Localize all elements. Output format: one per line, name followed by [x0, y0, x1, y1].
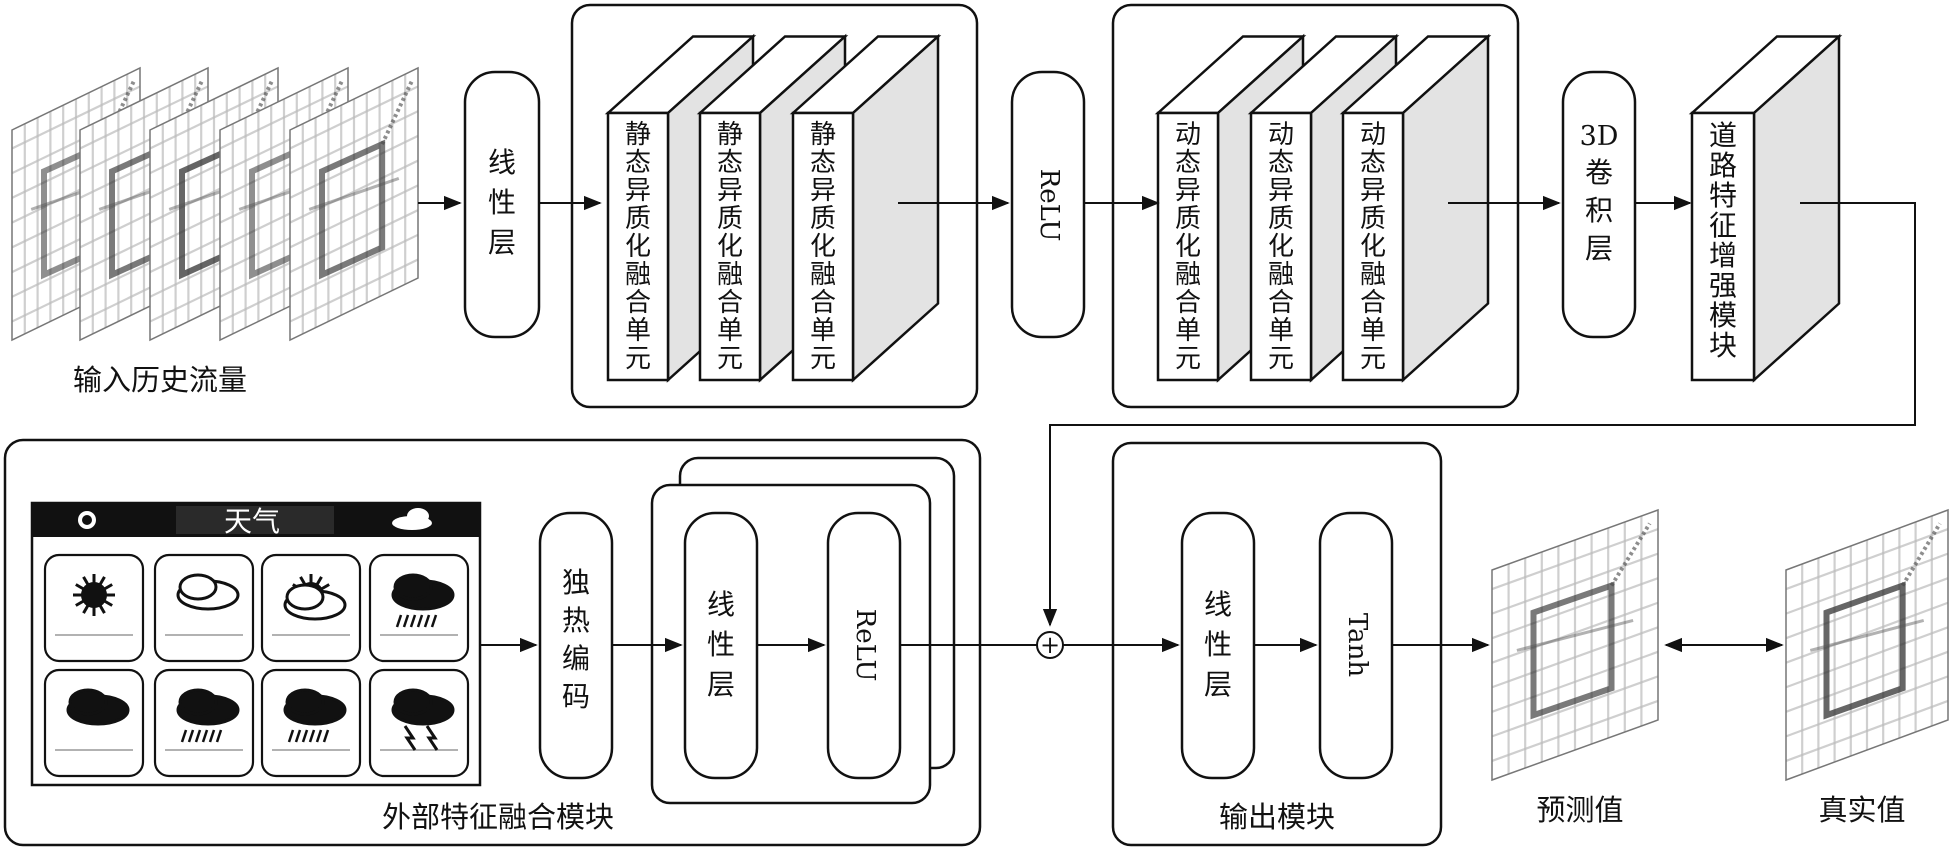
conv3d-box	[1561, 70, 1637, 339]
light-rain-icon	[368, 553, 470, 663]
fusion-unit-cube: 静态异质化融合单元	[789, 33, 942, 383]
ground-truth-map	[1785, 508, 1949, 782]
arrow-road-to-sum	[1042, 202, 1916, 627]
fusion-unit-label: 静态异质化融合单元	[717, 120, 743, 374]
static-heterogeneous-fusion-units: 静态异质化融合单元 静态异质化融合单元 静态异质化融合单元	[604, 33, 942, 383]
external-module-label: 外部特征融合模块	[382, 800, 614, 834]
road-feature-enhancement-module: 道路特征增强模块	[1688, 33, 1843, 383]
fusion-unit-label: 动态异质化融合单元	[1268, 120, 1294, 374]
input-history-label: 输入历史流量	[73, 363, 247, 397]
ext-relu-label: ReLU	[850, 609, 880, 682]
relu-label: ReLU	[1034, 169, 1064, 242]
fusion-unit-cube: 道路特征增强模块	[1688, 33, 1843, 383]
sun-header-icon	[78, 511, 96, 529]
weather-title: 天气	[224, 505, 280, 538]
sunny-icon	[43, 553, 145, 663]
fusion-unit-label: 静态异质化融合单元	[810, 120, 836, 374]
ext-linear-label: 线性层	[707, 588, 735, 701]
heavy-rain-icon	[260, 668, 362, 778]
prediction-label: 预测值	[1536, 793, 1623, 827]
truth-label: 真实值	[1818, 793, 1905, 827]
onehot-label: 独热编码	[562, 566, 590, 713]
prediction-map	[1491, 508, 1659, 782]
conv3d-label: 卷积层	[1585, 156, 1613, 265]
fusion-unit-cube: 动态异质化融合单元	[1339, 33, 1492, 383]
relu-box	[1010, 70, 1086, 339]
fusion-unit-label: 动态异质化融合单元	[1360, 120, 1386, 374]
dynamic-heterogeneous-fusion-units: 动态异质化融合单元 动态异质化融合单元 动态异质化融合单元	[1154, 33, 1492, 383]
traffic-heatmap	[1491, 508, 1659, 782]
input-history-traffic-maps	[11, 66, 419, 342]
weather-title-bg	[176, 506, 334, 534]
partly-cloudy-icon	[260, 553, 362, 663]
tanh-label: Tanh	[1342, 613, 1372, 678]
linear-layer-box	[463, 70, 541, 339]
weather-icon-grid	[43, 553, 470, 778]
overcast-icon	[43, 668, 145, 778]
out-linear-label: 线性层	[1204, 588, 1232, 701]
fusion-unit-label: 道路特征增强模块	[1709, 119, 1737, 362]
fusion-unit-label: 动态异质化融合单元	[1175, 120, 1201, 374]
fusion-unit-label: 静态异质化融合单元	[625, 120, 651, 374]
thunderstorm-icon	[368, 668, 470, 778]
traffic-heatmap	[1785, 508, 1949, 782]
conv3d-label-top: 3D	[1580, 121, 1619, 152]
linear-layer-label: 线性层	[488, 146, 516, 259]
output-module-label: 输出模块	[1219, 800, 1335, 834]
rain-icon	[153, 668, 255, 778]
sum-plus: +	[1040, 631, 1060, 659]
cloud-header-icon	[392, 508, 432, 530]
cloudy-icon	[153, 553, 255, 663]
